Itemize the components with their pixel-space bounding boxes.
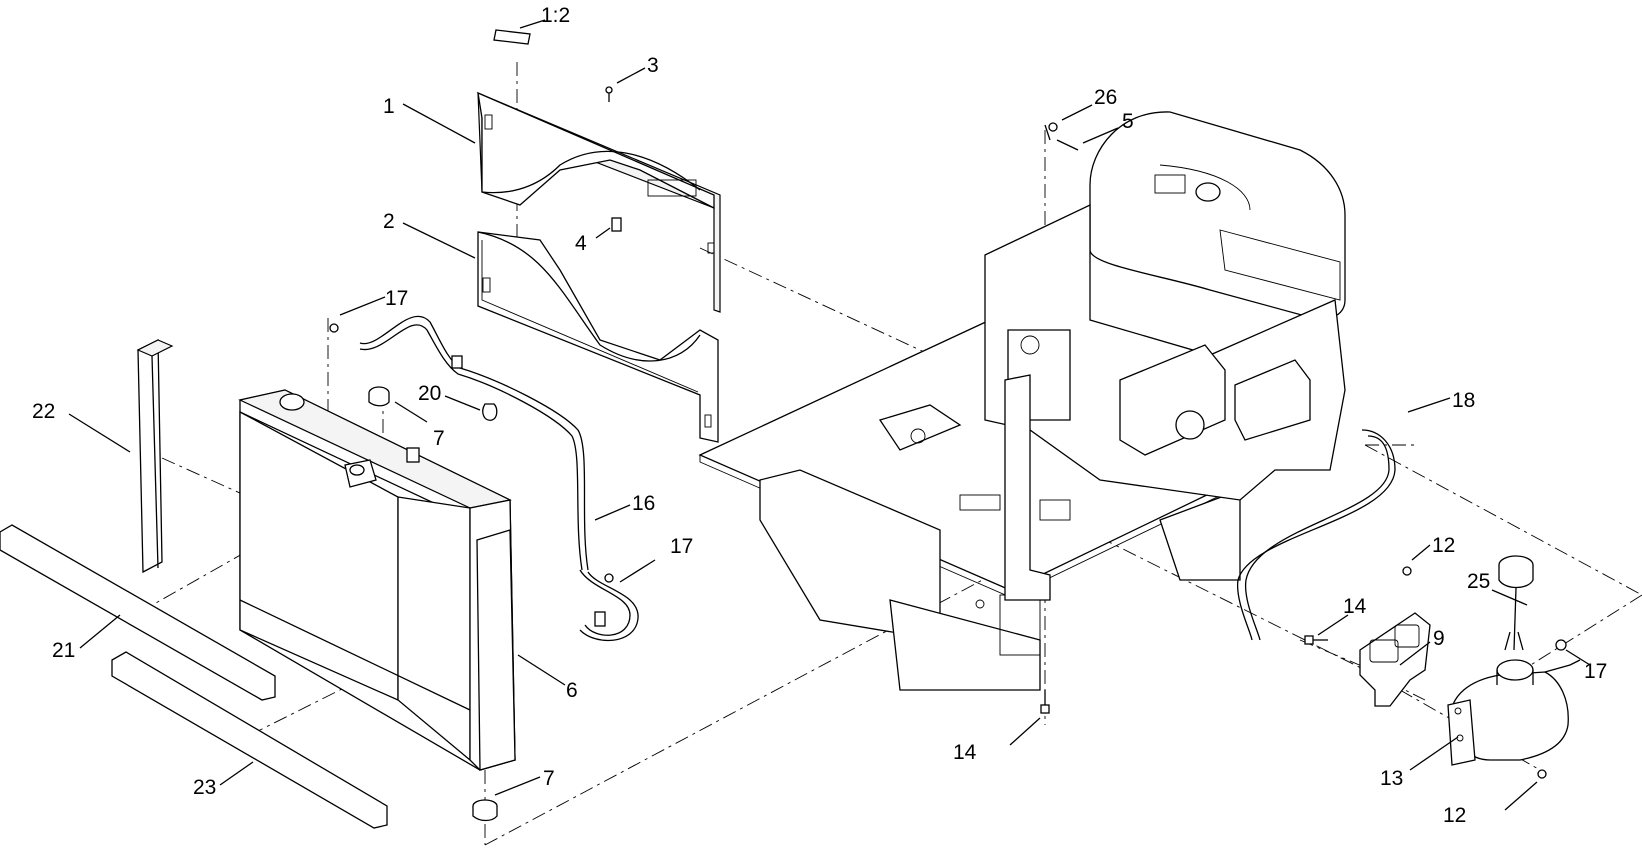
grommet-7-bottom	[472, 799, 498, 822]
callout-12-bottom: 12	[1443, 804, 1466, 827]
leader-lines	[68, 19, 1591, 811]
callout-23: 23	[193, 776, 216, 799]
callout-12-top: 12	[1432, 534, 1455, 557]
callout-13: 13	[1380, 767, 1403, 790]
fan-shroud-lower	[477, 231, 719, 443]
callout-1-2: 1:2	[541, 4, 570, 27]
callout-3: 3	[647, 54, 659, 77]
bracket-9	[1359, 612, 1431, 707]
callout-7-top: 7	[433, 427, 445, 450]
callout-numbers: 1:2 3 1 26 5 2 4 17 22 20 7 16 18 17 12 …	[32, 4, 1607, 827]
callout-9: 9	[1433, 627, 1445, 650]
clamp-17-right	[1555, 639, 1567, 651]
callout-6: 6	[566, 679, 578, 702]
callout-14-right: 14	[1343, 595, 1367, 618]
callout-2: 2	[383, 210, 395, 233]
foam-seal-21	[0, 524, 276, 701]
callout-16: 16	[632, 492, 655, 515]
callout-4: 4	[575, 232, 587, 255]
callout-1: 1	[383, 95, 395, 118]
foam-seal-23	[111, 651, 388, 829]
engine-mount-bracket	[984, 203, 1346, 601]
callout-14-bottom: 14	[953, 741, 977, 764]
callout-18: 18	[1452, 389, 1475, 412]
callout-5: 5	[1122, 110, 1134, 133]
callout-17-right: 17	[1584, 660, 1607, 683]
clip-nut-4	[611, 217, 622, 232]
overflow-hose-16	[329, 315, 639, 642]
decal-1-2	[493, 29, 531, 45]
callout-26: 26	[1094, 86, 1117, 109]
callout-17-top: 17	[385, 287, 408, 310]
screw-3	[605, 86, 613, 102]
bolt-5	[1056, 139, 1079, 151]
callout-7-bottom: 7	[543, 767, 555, 790]
clamp-26	[1044, 122, 1058, 141]
grommet-7-top	[368, 386, 390, 407]
callout-17-middle: 17	[670, 535, 693, 558]
callout-20: 20	[418, 382, 441, 405]
callout-22: 22	[32, 400, 55, 423]
bolt-14-right	[1304, 635, 1328, 645]
radiator	[238, 389, 516, 771]
hose-18	[1237, 429, 1396, 641]
nut-12-top	[1402, 566, 1412, 576]
cap-25	[1498, 555, 1534, 651]
callout-21: 21	[52, 639, 75, 662]
fuel-tank	[1089, 111, 1346, 321]
hose-clip-20	[482, 403, 498, 421]
foam-seal-22	[136, 338, 174, 574]
fan-shroud-upper	[477, 91, 721, 313]
bolt-14-bottom	[1040, 690, 1050, 714]
reservoir-13	[1447, 659, 1581, 766]
callout-25: 25	[1467, 570, 1490, 593]
nut-12-bottom	[1537, 769, 1547, 779]
